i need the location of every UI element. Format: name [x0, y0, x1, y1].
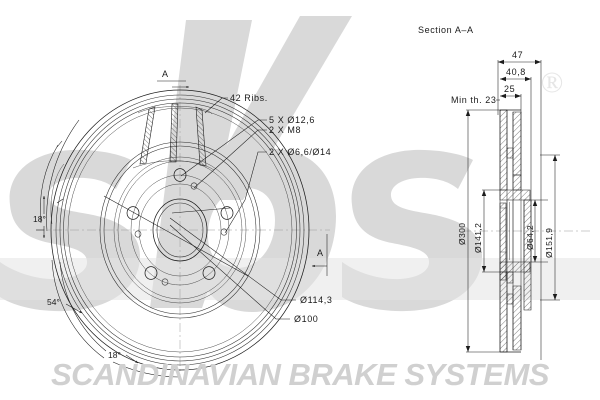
disc-cross-section	[499, 109, 532, 353]
dim-diameter-1519: Ø151,9	[544, 228, 554, 258]
angle-dimensions: 18° 54° 18°	[33, 119, 181, 378]
cooling-ribs	[139, 103, 207, 167]
brand-footer-text: SCANDINAVIAN BRAKE SYSTEMS	[51, 357, 550, 392]
section-marker-a-top: A	[157, 69, 189, 89]
dim-width-408: 40,8	[506, 67, 526, 77]
wheel-bolt-holes	[126, 168, 234, 280]
dim-bolt-circle-114: Ø114,3	[300, 295, 332, 305]
registered-trademark-icon: ®	[541, 66, 564, 99]
center-bore	[152, 198, 208, 262]
sbs-watermark-logo	[0, 16, 600, 312]
callout-pilot-holes: 2 X Ø6,6/Ø14	[269, 147, 331, 157]
center-bore-inner	[156, 202, 204, 258]
section-diameter-dimensions: Ø300 Ø141,2 Ø64,2	[457, 109, 560, 353]
dim-width-25: 25	[504, 84, 515, 94]
callout-leaders	[103, 97, 296, 320]
dim-width-47: 47	[512, 50, 523, 60]
dim-diameter-1412: Ø141,2	[473, 223, 483, 253]
svg-text:A: A	[317, 248, 324, 258]
dim-diameter-300: Ø300	[457, 223, 467, 245]
disc-outer-edge	[50, 89, 310, 371]
section-title: Section A–A	[418, 25, 474, 35]
dim-bolt-circle-100: Ø100	[294, 314, 318, 324]
angle-54: 54°	[47, 297, 60, 307]
disc-hat-step	[113, 156, 247, 304]
bolt-circle-100	[138, 183, 222, 277]
section-marker-a-right: A	[312, 234, 328, 276]
angle-18-top: 18°	[33, 214, 46, 224]
section-width-dimensions: 47 40,8 25	[496, 50, 542, 360]
disc-friction-ring-outer2	[63, 102, 297, 358]
section-view-group: Section A–A Min th. 23	[418, 25, 590, 360]
small-threaded-holes	[134, 182, 228, 286]
callout-ribs: 42 Ribs.	[230, 93, 268, 103]
bolt-circle-114	[130, 174, 230, 286]
dim-diameter-642: Ø64,2	[525, 225, 535, 250]
disc-hat-outer2	[103, 145, 257, 315]
front-view-group: A A	[33, 69, 332, 378]
disc-vent-band	[67, 107, 293, 353]
angle-18-bottom: 18°	[108, 350, 121, 360]
min-thickness-label: Min th. 23	[451, 95, 497, 105]
svg-text:A: A	[162, 69, 169, 79]
disc-friction-ring-outer	[59, 98, 301, 362]
disc-hat-outer	[99, 141, 261, 319]
callout-bolt-holes: 5 X Ø12,6	[269, 115, 315, 125]
callout-m8: 2 X M8	[269, 125, 301, 135]
disc-outer-edge-inner	[55, 94, 305, 366]
